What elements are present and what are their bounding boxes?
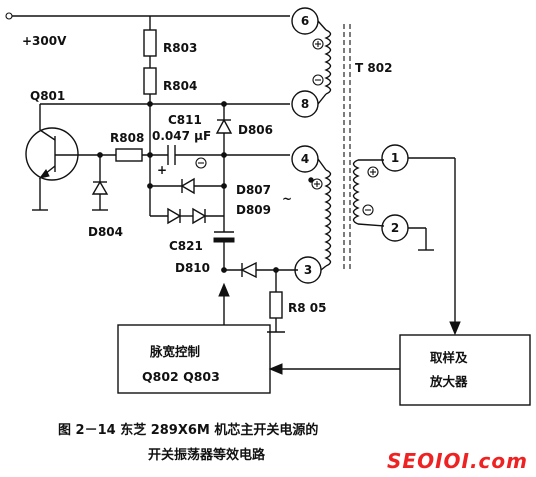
- c811-label: C811: [168, 113, 202, 127]
- c811-value: 0.047 μF: [152, 129, 211, 143]
- watermark: SEOIOI.com: [387, 449, 528, 473]
- caption-line-2: 开关振荡器等效电路: [148, 447, 266, 463]
- sense-line: [408, 157, 461, 336]
- transformer-t802: [291, 7, 409, 284]
- d806-label: D806: [238, 123, 273, 137]
- vin-rail: [5, 12, 290, 30]
- diode-d806: [215, 104, 233, 155]
- amp-to-pwm-arrow: [268, 363, 400, 375]
- pin-4: 4: [301, 152, 309, 166]
- d804-label: D804: [88, 225, 123, 239]
- pin-6: 6: [301, 14, 309, 28]
- r808-label: R808: [110, 131, 144, 145]
- diode-d810: [224, 261, 298, 279]
- d809-label: D809: [236, 203, 271, 217]
- pwm-box-parts: Q802 Q803: [142, 369, 220, 384]
- resistor-r804: [143, 67, 157, 95]
- tilde-label: ~: [282, 192, 292, 206]
- capacitor-c821: [213, 216, 235, 270]
- amp-box-subtitle: 放大器: [429, 374, 468, 389]
- c821-label: C821: [169, 239, 203, 253]
- diode-d807: [150, 177, 224, 195]
- pwm-control-box: [117, 324, 271, 394]
- transistor-q801: [25, 104, 116, 211]
- diode-d809: [150, 207, 224, 225]
- svg-text:+: +: [157, 163, 167, 177]
- amp-box-title: 取样及: [430, 350, 468, 365]
- pwm-box-title: 脉宽控制: [149, 344, 200, 359]
- r803-label: R803: [163, 41, 197, 55]
- diode-d804: [91, 155, 109, 211]
- q801-label: Q801: [30, 89, 65, 103]
- resistor-r803: [143, 29, 157, 57]
- pin-3: 3: [304, 263, 312, 277]
- resistor-r805: [267, 270, 285, 333]
- resistor-r808: [115, 148, 168, 162]
- r804-label: R804: [163, 79, 197, 93]
- pin-1: 1: [391, 151, 399, 165]
- d807-label: D807: [236, 183, 271, 197]
- t802-label: T 802: [355, 61, 392, 75]
- caption-line-1: 图 2－14 东芝 289X6M 机芯主开关电源的: [58, 422, 318, 438]
- pin-2: 2: [391, 221, 399, 235]
- r805-label: R8 05: [288, 301, 326, 315]
- ground-symbol: [408, 227, 434, 251]
- sampler-amp-box: [399, 334, 531, 406]
- d810-label: D810: [175, 261, 210, 275]
- capacitor-c811: +: [157, 145, 290, 177]
- feedback-arrow: [218, 282, 230, 325]
- vin-label: +300V: [22, 34, 67, 48]
- pin-8: 8: [301, 97, 309, 111]
